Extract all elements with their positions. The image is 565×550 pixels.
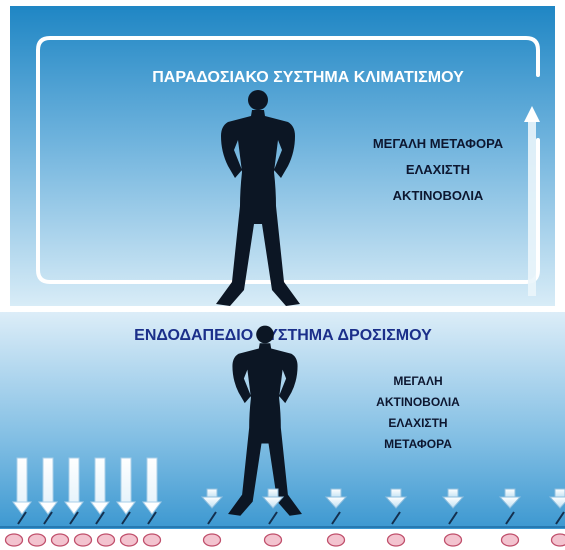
pipe-cross-section [204, 534, 221, 546]
bottom-panel: ΕΝΔΟΔΑΠΕΔΙΟ ΣΥΣΤΗΜΑ ΔΡΟΣΙΣΜΟΥ ΜΕΓΑΛΗ ΑΚΤ… [0, 312, 565, 550]
bottom-note-line-1: ΜΕΓΑΛΗ [393, 374, 442, 388]
pipe-cross-section [144, 534, 161, 546]
underfloor-pipes [0, 529, 565, 550]
top-note-line-3: ΑΚΤΙΝΟΒΟΛΙΑ [393, 188, 484, 203]
pipe-cross-section [29, 534, 46, 546]
radiation-shaft [69, 458, 79, 504]
rising-air-shaft [528, 116, 536, 296]
top-panel-title: ΠΑΡΑΔΟΣΙΑΚΟ ΣΥΣΤΗΜΑ ΚΛΙΜΑΤΙΣΜΟΥ [152, 69, 464, 86]
radiation-shaft [17, 458, 27, 504]
bottom-note-line-2: ΑΚΤΙΝΟΒΟΛΙΑ [376, 395, 460, 409]
bottom-note-line-3: ΕΛΑΧΙΣΤΗ [388, 416, 447, 430]
top-note-line-1: ΜΕΓΑΛΗ ΜΕΤΑΦΟΡΑ [373, 136, 504, 151]
radiation-shaft [95, 458, 105, 504]
radiation-shaft [147, 458, 157, 504]
pipe-cross-section [445, 534, 462, 546]
top-note-line-2: ΕΛΑΧΙΣΤΗ [406, 162, 470, 177]
pipe-cross-section [328, 534, 345, 546]
radiation-shaft [121, 458, 131, 504]
pipe-cross-section [6, 534, 23, 546]
pipe-cross-section [502, 534, 519, 546]
pipe-cross-section [75, 534, 92, 546]
top-panel: ΠΑΡΑΔΟΣΙΑΚΟ ΣΥΣΤΗΜΑ ΚΛΙΜΑΤΙΣΜΟΥ ΜΕΓΑΛΗ Μ… [0, 0, 565, 318]
bottom-panel-title: ΕΝΔΟΔΑΠΕΔΙΟ ΣΥΣΤΗΜΑ ΔΡΟΣΙΣΜΟΥ [134, 327, 432, 344]
bottom-note-line-4: ΜΕΤΑΦΟΡΑ [384, 437, 452, 451]
bottom-panel-background [0, 312, 565, 550]
pipe-cross-section [52, 534, 69, 546]
pipe-cross-section [388, 534, 405, 546]
radiation-shaft [43, 458, 53, 504]
pipe-cross-section [552, 534, 565, 546]
pipe-cross-section [98, 534, 115, 546]
pipe-cross-section [265, 534, 282, 546]
pipe-cross-section [121, 534, 138, 546]
